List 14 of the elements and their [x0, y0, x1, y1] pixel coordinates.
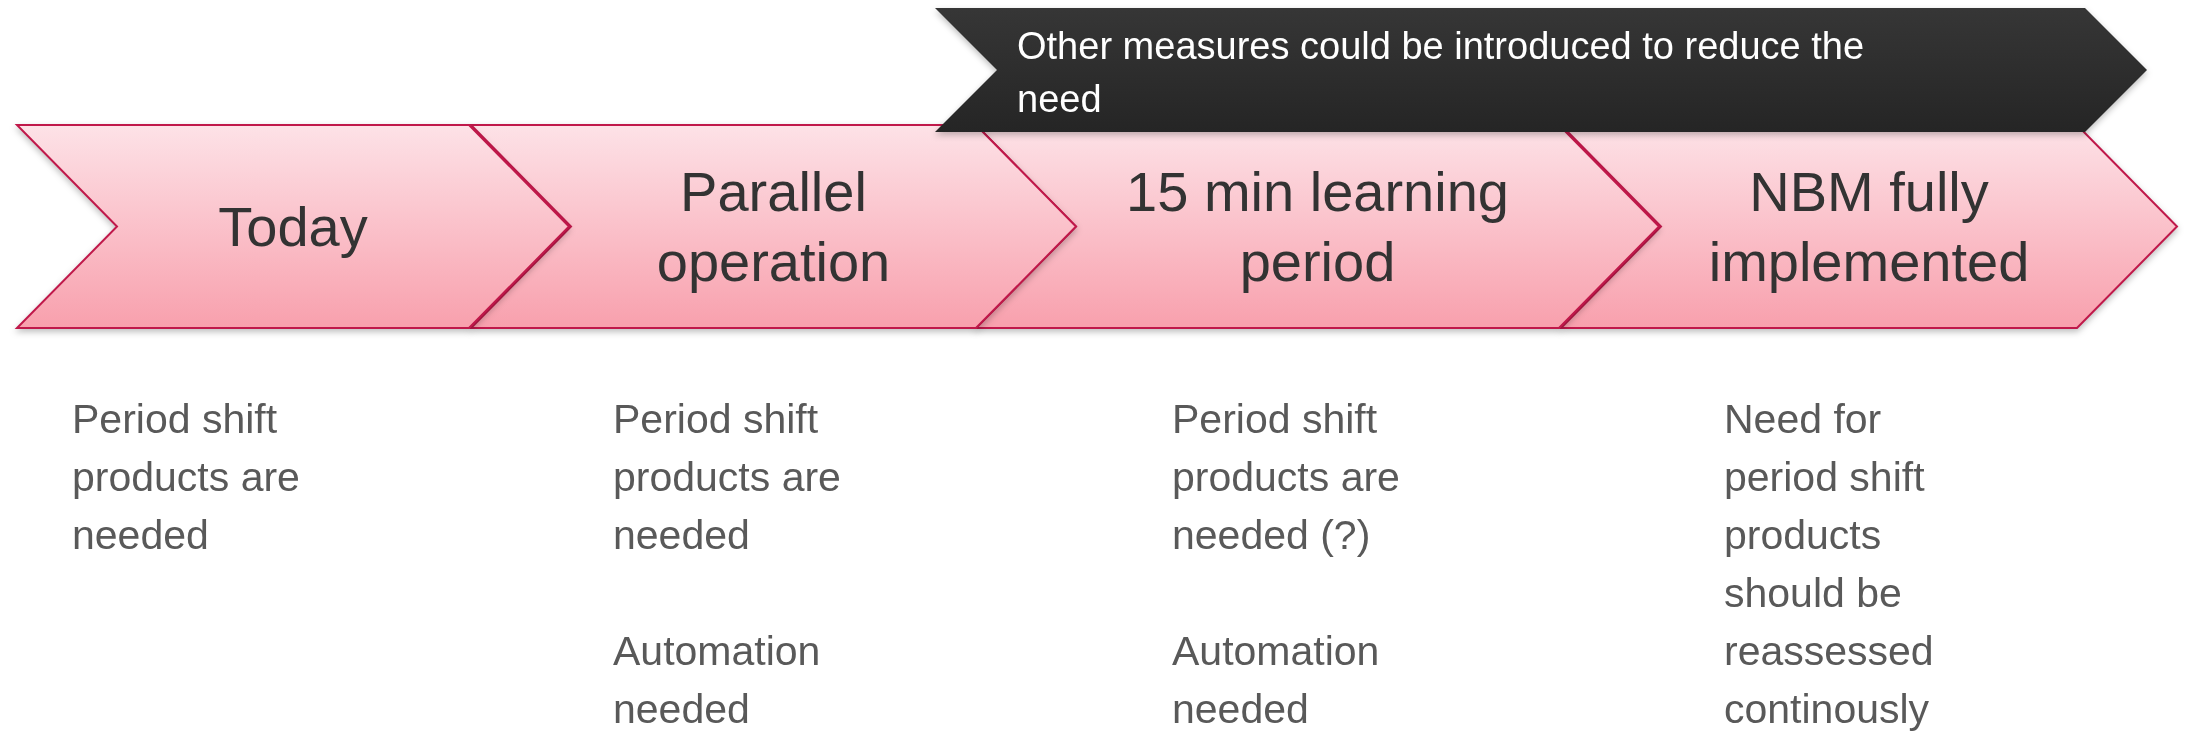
stage-title: Today: [218, 193, 368, 260]
banner-text: Other measures could be introduced to reduce the need: [1017, 24, 1866, 122]
stage-note: Period shift products are needed: [613, 395, 842, 560]
stage-note: Period shift products are needed: [72, 395, 301, 560]
process-step: [14, 124, 571, 329]
stage-note: Need for period shift products should be reassessed continously: [1724, 395, 1935, 734]
callout-banner: [935, 8, 2147, 132]
stage-title: Parallel operation: [655, 158, 892, 295]
stage-title: 15 min learning period: [1125, 158, 1510, 295]
stage-note: Period shift products are needed (?): [1172, 395, 1401, 560]
stage-note: Automation needed: [613, 627, 822, 734]
stage-note: Automation needed: [1172, 627, 1381, 734]
process-step: [468, 124, 1078, 329]
stage-title: NBM fully implemented: [1707, 158, 2031, 295]
